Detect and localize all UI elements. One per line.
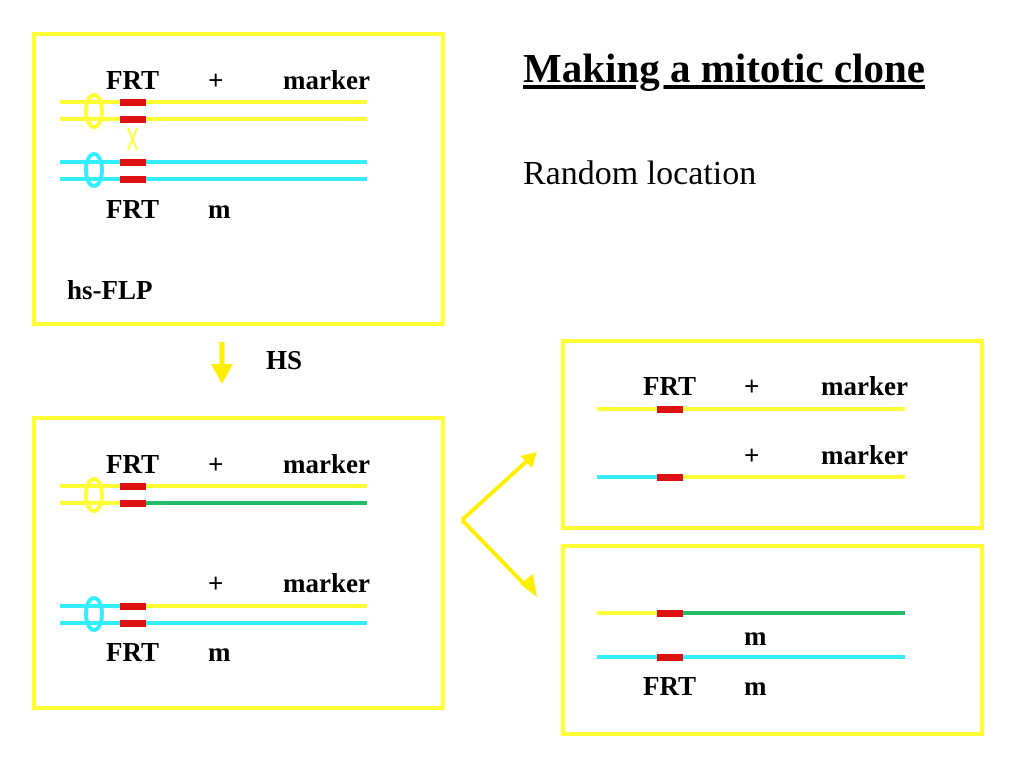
frt-site [657, 610, 683, 617]
frt-site [657, 406, 683, 413]
marker-label: marker [821, 440, 908, 470]
recombined-chromosomes [60, 477, 367, 632]
centromere [84, 152, 104, 188]
centromere [84, 93, 104, 129]
marker-label: marker [283, 568, 370, 598]
centromere [84, 596, 104, 632]
panel-daughter-marked [561, 339, 984, 530]
frt-site [120, 99, 146, 106]
hs-arrow [211, 342, 233, 384]
frt-label: FRT [643, 671, 697, 701]
marker-label: marker [821, 371, 908, 401]
frt-site [120, 176, 146, 183]
page-title: Making a mitotic clone [523, 45, 925, 91]
marker-label: marker [283, 65, 370, 95]
plus-label: + [744, 371, 760, 401]
frt-site [657, 654, 683, 661]
hs-flp-label: hs-FLP [67, 275, 153, 305]
frt-site [120, 603, 146, 610]
m-label: m [744, 671, 767, 701]
frt-label: FRT [106, 194, 160, 224]
marker-label: marker [283, 449, 370, 479]
plus-label: + [208, 65, 224, 95]
frt-label: FRT [106, 637, 160, 667]
panel-start [32, 32, 445, 326]
crossover-mark [127, 127, 138, 151]
segregation-arrows [460, 452, 537, 597]
frt-label: FRT [106, 65, 160, 95]
plus-label: + [208, 568, 224, 598]
frt-site [120, 116, 146, 123]
frt-site [120, 620, 146, 627]
panel-daughter-clone [561, 544, 984, 736]
frt-site [657, 474, 683, 481]
frt-label: FRT [643, 371, 697, 401]
m-label: m [208, 194, 231, 224]
panel-recombined [32, 416, 445, 710]
plus-label: + [744, 440, 760, 470]
hs-label: HS [266, 345, 303, 375]
frt-site [120, 500, 146, 507]
m-label: m [208, 637, 231, 667]
start-chromosomes [60, 93, 367, 188]
m-label: m [744, 621, 767, 651]
frt-label: FRT [106, 449, 160, 479]
frt-site [120, 159, 146, 166]
plus-label: + [208, 449, 224, 479]
frt-site [120, 483, 146, 490]
daughter-clone-chromosomes [597, 610, 905, 661]
page-subtitle: Random location [523, 155, 757, 192]
centromere [84, 477, 104, 513]
daughter-marked-chromosomes [597, 406, 905, 481]
